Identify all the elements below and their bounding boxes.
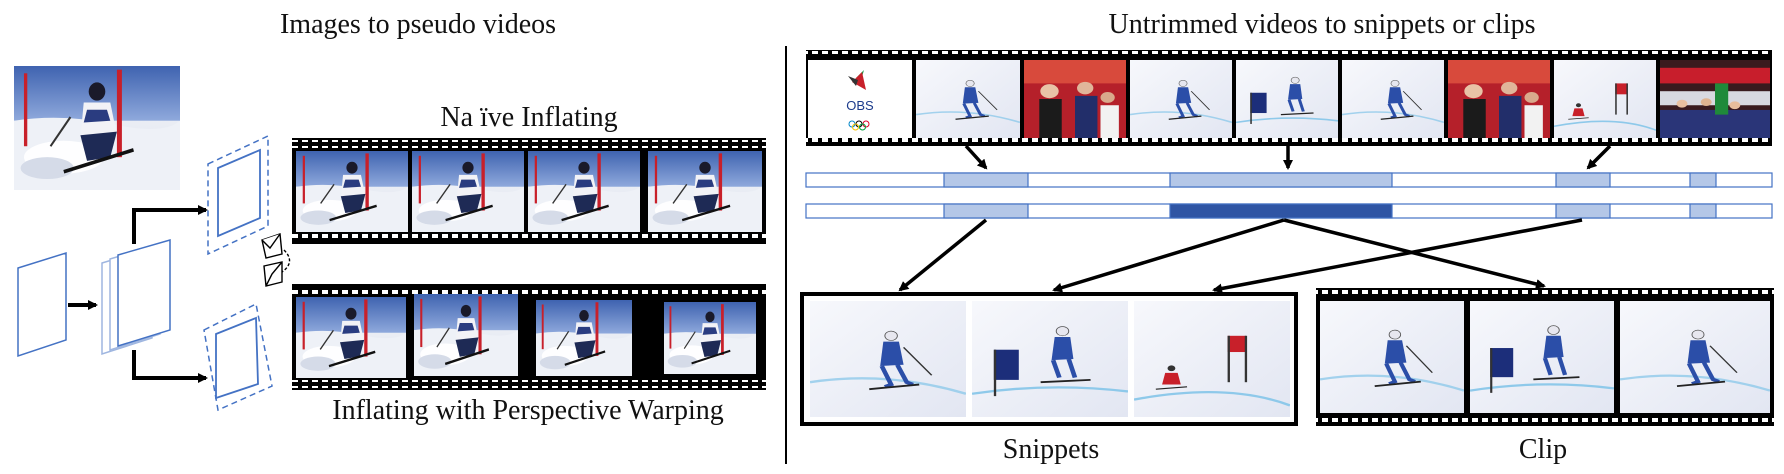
arrow-to-naive: [132, 205, 208, 244]
left-panel: Images to pseudo videos Na ïve Inflating: [14, 9, 766, 426]
camera-icon: [261, 233, 291, 287]
untrimmed-frame-3: [1024, 60, 1126, 138]
untrimmed-frame-7: [1448, 60, 1550, 138]
clip-label: Clip: [1519, 434, 1567, 465]
frame-stack-icon: [101, 239, 171, 356]
naive-frame-3: [528, 151, 640, 232]
naive-frame-2: [412, 151, 524, 232]
naive-projection-icon: [207, 134, 269, 256]
skier-photo-original: [14, 66, 180, 190]
input-frame-icon: [17, 251, 67, 358]
obs-logo-icon: [848, 70, 866, 90]
snippets-box: [800, 292, 1298, 426]
warp-frame-1: [296, 297, 406, 378]
snippet-frame-1: [810, 301, 966, 417]
obs-logo-text: OBS: [846, 98, 874, 113]
clip-frame-3: [1620, 301, 1770, 413]
untrimmed-frame-9: [1660, 60, 1770, 138]
untrimmed-frame-8: [1554, 60, 1656, 138]
untrimmed-frame-6: [1342, 60, 1444, 138]
naive-frame-4: [648, 151, 762, 232]
perspective-warping-label: Inflating with Perspective Warping: [332, 395, 723, 426]
untrimmed-frame-1: OBS: [808, 60, 912, 138]
warp-frame-4: [664, 302, 756, 374]
clip-frame-2: [1470, 301, 1614, 413]
untrimmed-frame-4: [1130, 60, 1232, 138]
warp-frame-2: [414, 294, 518, 376]
snippet-frame-3: [1134, 301, 1290, 417]
warp-projection-icon: [203, 302, 273, 412]
untrimmed-frame-2: [916, 60, 1020, 138]
naive-inflating-label: Na ïve Inflating: [440, 102, 617, 133]
left-panel-title: Images to pseudo videos: [280, 9, 556, 40]
naive-frame-1: [296, 151, 408, 232]
timeline-to-output-arrows: [898, 218, 1583, 294]
naive-film-strip: [292, 138, 766, 244]
arrow-to-warp: [132, 350, 208, 383]
snippets-label: Snippets: [1003, 434, 1099, 465]
warp-film-strip: [292, 284, 766, 390]
untrimmed-frame-5: [1236, 60, 1338, 138]
olympic-rings-icon: [848, 120, 870, 131]
untrimmed-film-strip: OBS: [806, 50, 1772, 146]
snippet-frame-2: [972, 301, 1128, 417]
right-panel-title: Untrimmed videos to snippets or clips: [1109, 9, 1536, 40]
timeline-bar-top: [805, 172, 1773, 188]
strip-to-timeline-arrows: [964, 144, 1612, 170]
clip-film-strip: [1316, 288, 1774, 426]
warp-frame-3: [536, 300, 632, 376]
timeline-bar-bottom: [805, 203, 1773, 219]
clip-frame-1: [1320, 301, 1464, 413]
right-panel: Untrimmed videos to snippets or clips OB…: [800, 9, 1774, 465]
